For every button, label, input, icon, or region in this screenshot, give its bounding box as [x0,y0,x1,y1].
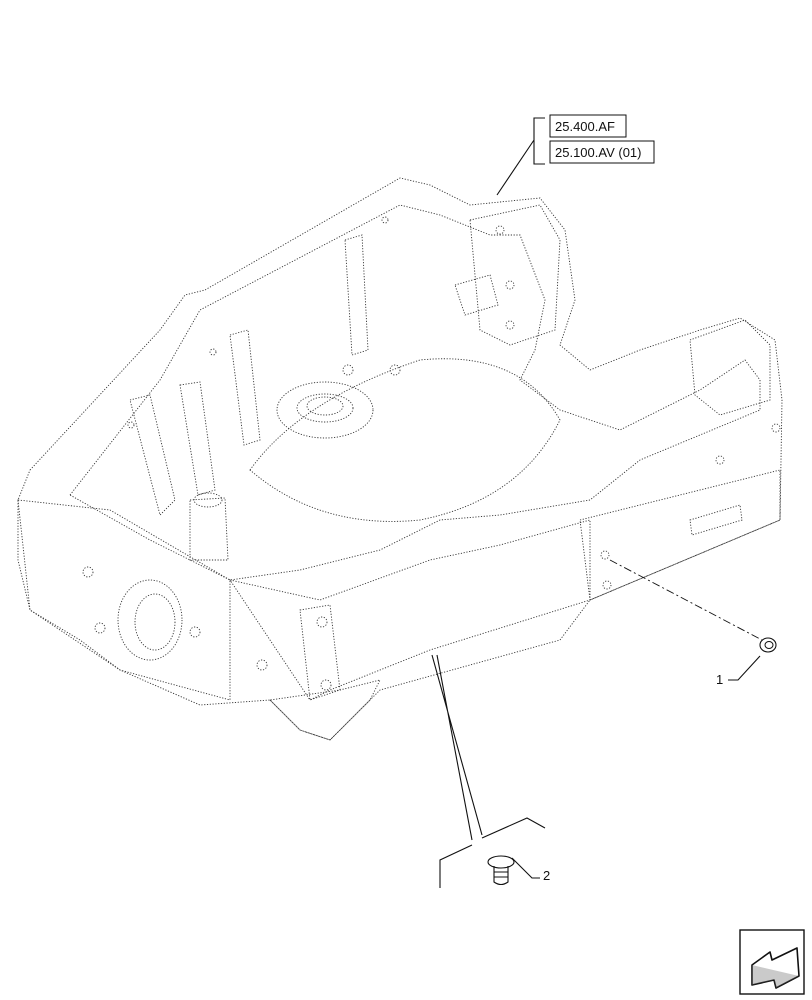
callout-2[interactable]: 2 [543,868,550,883]
axle-support-housing [17,177,783,741]
part-1-plug [609,559,777,681]
reference-box-2[interactable]: 25.100.AV (01) [549,140,655,164]
reference-label-1: 25.400.AF [555,119,615,134]
reference-label-2: 25.100.AV (01) [555,145,641,160]
arrow-back-icon[interactable] [739,929,805,995]
callout-1[interactable]: 1 [716,672,723,687]
mounting-holes [82,216,781,691]
part-2-screw [431,654,546,888]
reference-box-1[interactable]: 25.400.AF [549,114,627,138]
reference-leader [496,117,545,196]
